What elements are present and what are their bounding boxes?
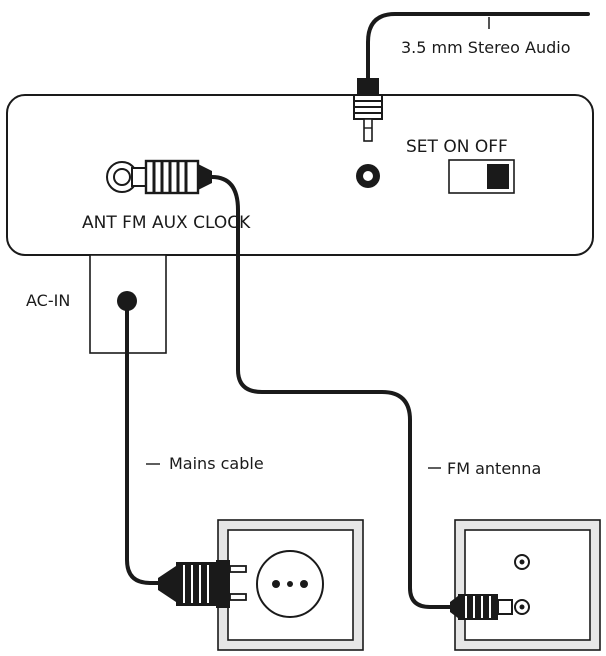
set-on-off-label: SET ON OFF	[406, 137, 508, 157]
stereo-jack-plug	[353, 78, 383, 142]
mains-cable-label: Mains cable	[169, 454, 264, 473]
mains-cable	[125, 301, 162, 585]
ac-in-label: AC-IN	[26, 291, 70, 310]
fm-antenna-cable	[210, 175, 454, 609]
antenna-wall-socket	[454, 519, 601, 651]
antenna-plug-wall	[450, 594, 513, 620]
antenna-plug-unit	[131, 159, 212, 195]
antenna-socket	[106, 161, 138, 193]
on-off-switch[interactable]	[448, 159, 515, 194]
device-unit	[6, 94, 594, 256]
mains-plug	[158, 560, 247, 608]
stereo-audio-label: 3.5 mm Stereo Audio	[401, 38, 570, 57]
stereo-audio-cable	[366, 12, 590, 80]
panel-ports-label: ANT FM AUX CLOCK	[82, 213, 251, 233]
mains-wall-socket	[217, 519, 364, 651]
fm-antenna-label: FM antenna	[447, 459, 541, 478]
audio-input-socket	[356, 164, 380, 188]
